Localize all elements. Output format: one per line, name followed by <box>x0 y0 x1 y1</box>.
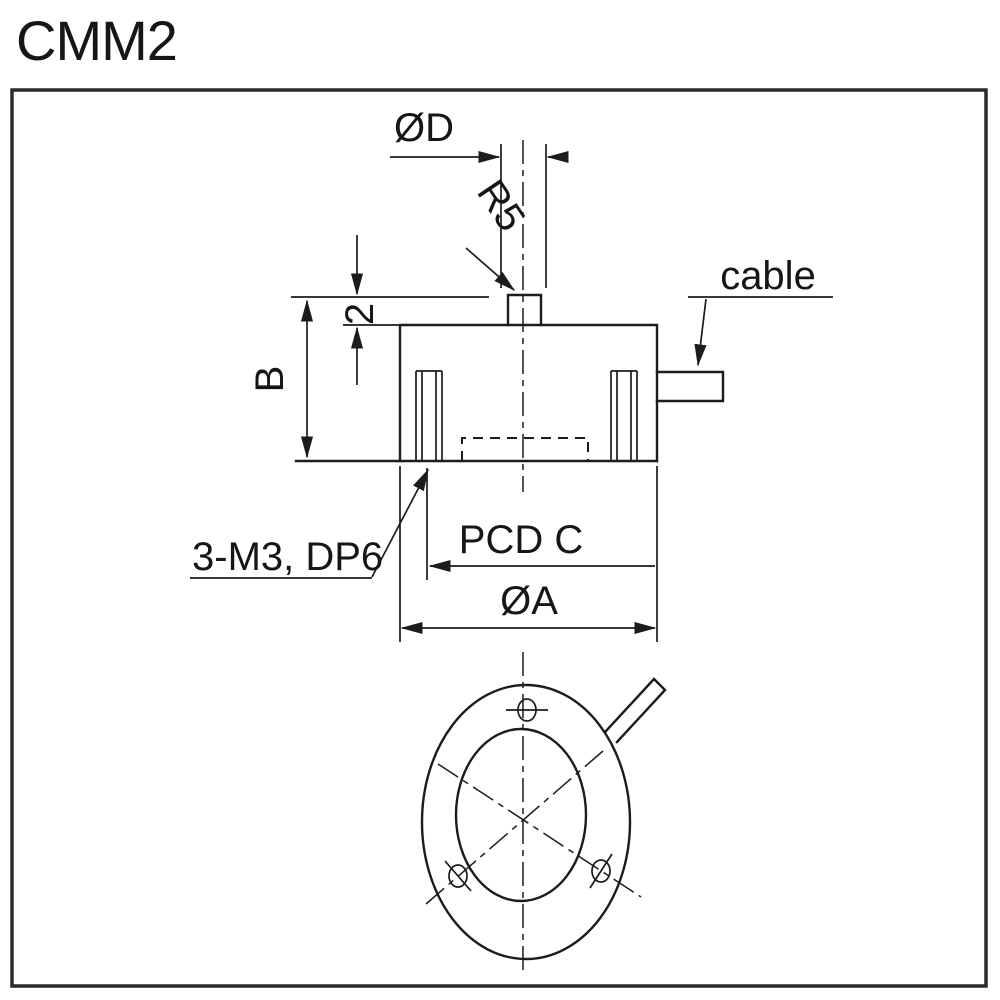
drawing-frame-border <box>10 88 988 988</box>
cable-connector <box>655 370 725 403</box>
tap-note-label: 3-M3, DP6 <box>192 535 383 579</box>
callout-cable: cable <box>688 254 833 367</box>
page-title: CMM2 <box>16 9 177 72</box>
dim-od-label: ØD <box>394 106 454 150</box>
hidden-cavity-line <box>461 437 589 461</box>
side-view <box>291 140 725 492</box>
outer-dia-label: ØA <box>500 579 558 623</box>
bolt-hole-lower-right-tick <box>589 853 613 889</box>
thickness-label: 2 <box>338 303 382 325</box>
bottom-view-cable <box>604 677 667 744</box>
tapped-hole-left <box>415 370 443 461</box>
tapped-hole-right <box>610 370 638 461</box>
dimension-body-height: B <box>248 299 314 459</box>
bottom-view <box>420 652 667 970</box>
dimension-outer-diameter: ØA <box>399 466 658 642</box>
bolt-hole-lower-left <box>448 864 468 888</box>
radial-centerline-left <box>425 750 604 905</box>
cable-leader-line <box>694 298 707 367</box>
oa-extension-lines <box>399 466 658 642</box>
flange-inner-boss <box>454 727 588 903</box>
loading-boss <box>506 293 543 327</box>
height-label: B <box>248 366 292 393</box>
dimension-boss-diameter: ØD <box>390 106 569 288</box>
dimension-pitch-circle: PCD C <box>426 468 655 580</box>
bolt-hole-lower-right <box>591 859 611 883</box>
callout-tapped-holes: 3-M3, DP6 <box>190 468 429 579</box>
radial-centerline-right <box>437 763 642 898</box>
r5-leader-line <box>465 247 516 291</box>
cable-label: cable <box>720 254 816 298</box>
tap-note-leader <box>371 468 429 578</box>
body-outline <box>398 323 659 463</box>
od-extension-lines <box>500 144 547 288</box>
bolt-hole-lower-left-tick <box>444 860 472 892</box>
pcd-label: PCD C <box>459 518 583 562</box>
flange-outer-edge <box>420 683 632 961</box>
dimension-plate-thickness: 2 <box>338 235 399 385</box>
